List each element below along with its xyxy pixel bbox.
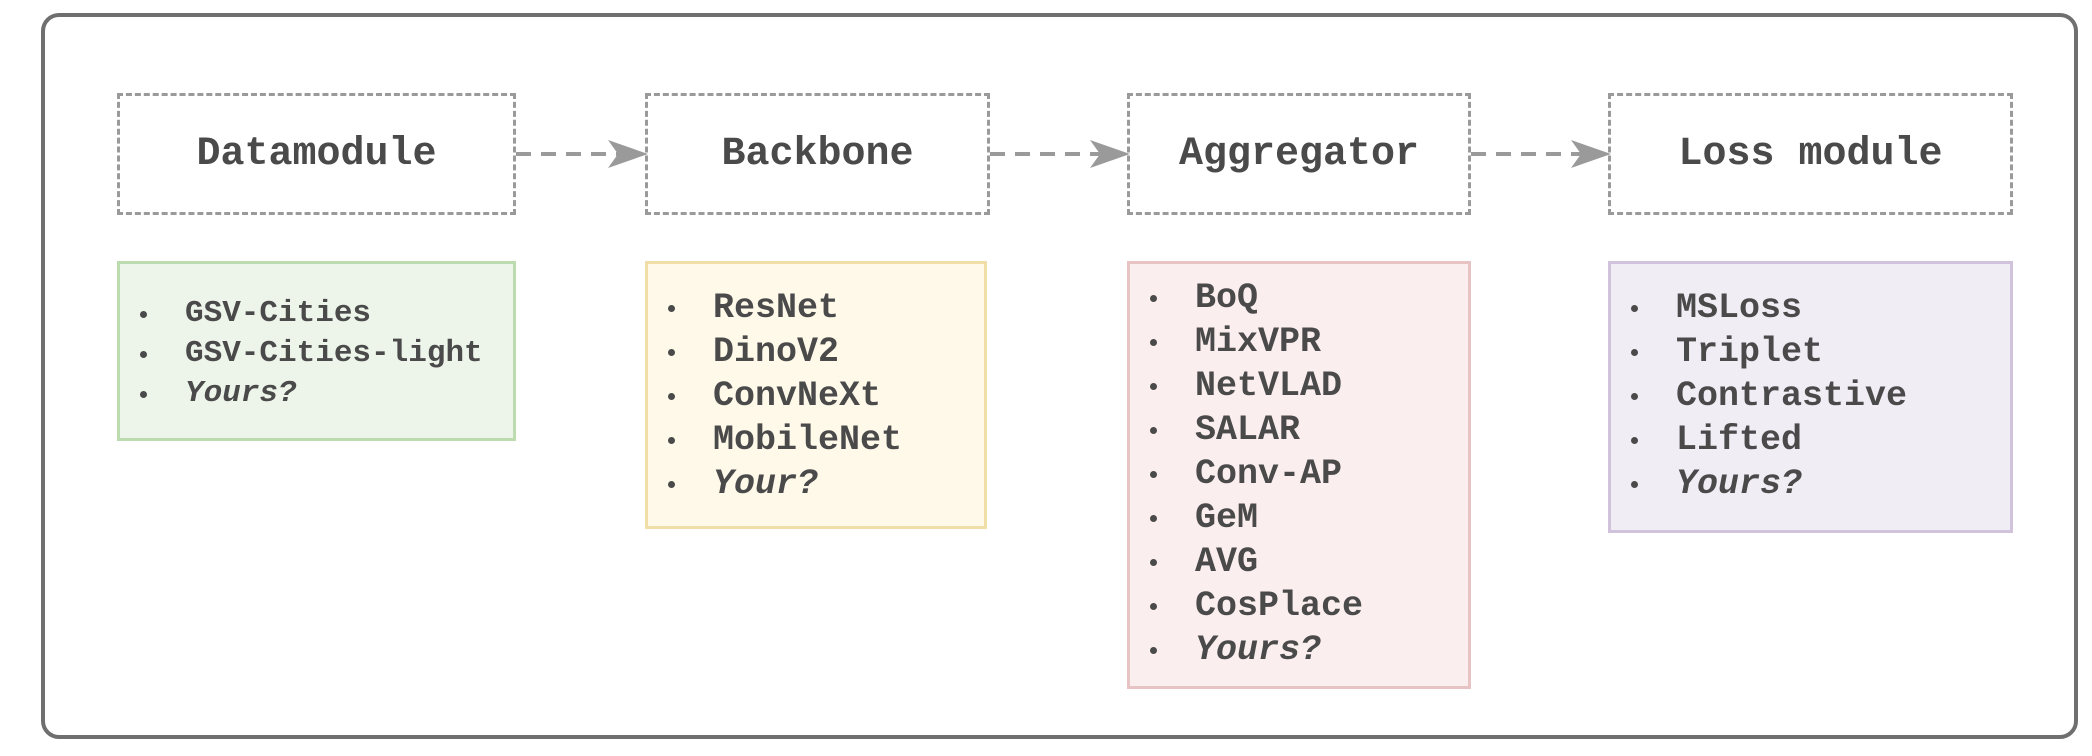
list-item: CosPlace — [1130, 584, 1468, 628]
loss-module-options-list: MSLoss Triplet Contrastive Lifted Yours? — [1611, 264, 2010, 506]
list-item: Triplet — [1611, 330, 2010, 374]
list-item: BoQ — [1130, 276, 1468, 320]
stage-datamodule-header: Datamodule — [117, 93, 516, 215]
list-item: MSLoss — [1611, 286, 2010, 330]
list-item: Yours? — [1130, 628, 1468, 672]
list-item: MixVPR — [1130, 320, 1468, 364]
list-item: Lifted — [1611, 418, 2010, 462]
list-item: Conv-AP — [1130, 452, 1468, 496]
list-item: Your? — [648, 462, 984, 506]
stage-title: Aggregator — [1178, 131, 1420, 177]
stage-title: Backbone — [721, 131, 914, 177]
stage-backbone-header: Backbone — [645, 93, 990, 215]
backbone-options-box: ResNet DinoV2 ConvNeXt MobileNet Your? — [645, 261, 987, 529]
aggregator-options-box: BoQ MixVPR NetVLAD SALAR Conv-AP GeM AVG… — [1127, 261, 1471, 689]
datamodule-options-box: GSV-Cities GSV-Cities-light Yours? — [117, 261, 516, 441]
list-item: AVG — [1130, 540, 1468, 584]
list-item: SALAR — [1130, 408, 1468, 452]
list-item: ConvNeXt — [648, 374, 984, 418]
stage-title: Loss module — [1678, 131, 1943, 177]
list-item: Contrastive — [1611, 374, 2010, 418]
list-item: GSV-Cities-light — [120, 334, 513, 374]
stage-aggregator-header: Aggregator — [1127, 93, 1471, 215]
list-item: DinoV2 — [648, 330, 984, 374]
list-item: GeM — [1130, 496, 1468, 540]
aggregator-options-list: BoQ MixVPR NetVLAD SALAR Conv-AP GeM AVG… — [1130, 264, 1468, 672]
stage-title: Datamodule — [196, 131, 437, 177]
backbone-options-list: ResNet DinoV2 ConvNeXt MobileNet Your? — [648, 264, 984, 506]
loss-module-options-box: MSLoss Triplet Contrastive Lifted Yours? — [1608, 261, 2013, 533]
list-item: NetVLAD — [1130, 364, 1468, 408]
list-item: GSV-Cities — [120, 294, 513, 334]
list-item: Yours? — [120, 374, 513, 414]
stage-loss-module-header: Loss module — [1608, 93, 2013, 215]
list-item: ResNet — [648, 286, 984, 330]
list-item: MobileNet — [648, 418, 984, 462]
datamodule-options-list: GSV-Cities GSV-Cities-light Yours? — [120, 264, 513, 414]
list-item: Yours? — [1611, 462, 2010, 506]
